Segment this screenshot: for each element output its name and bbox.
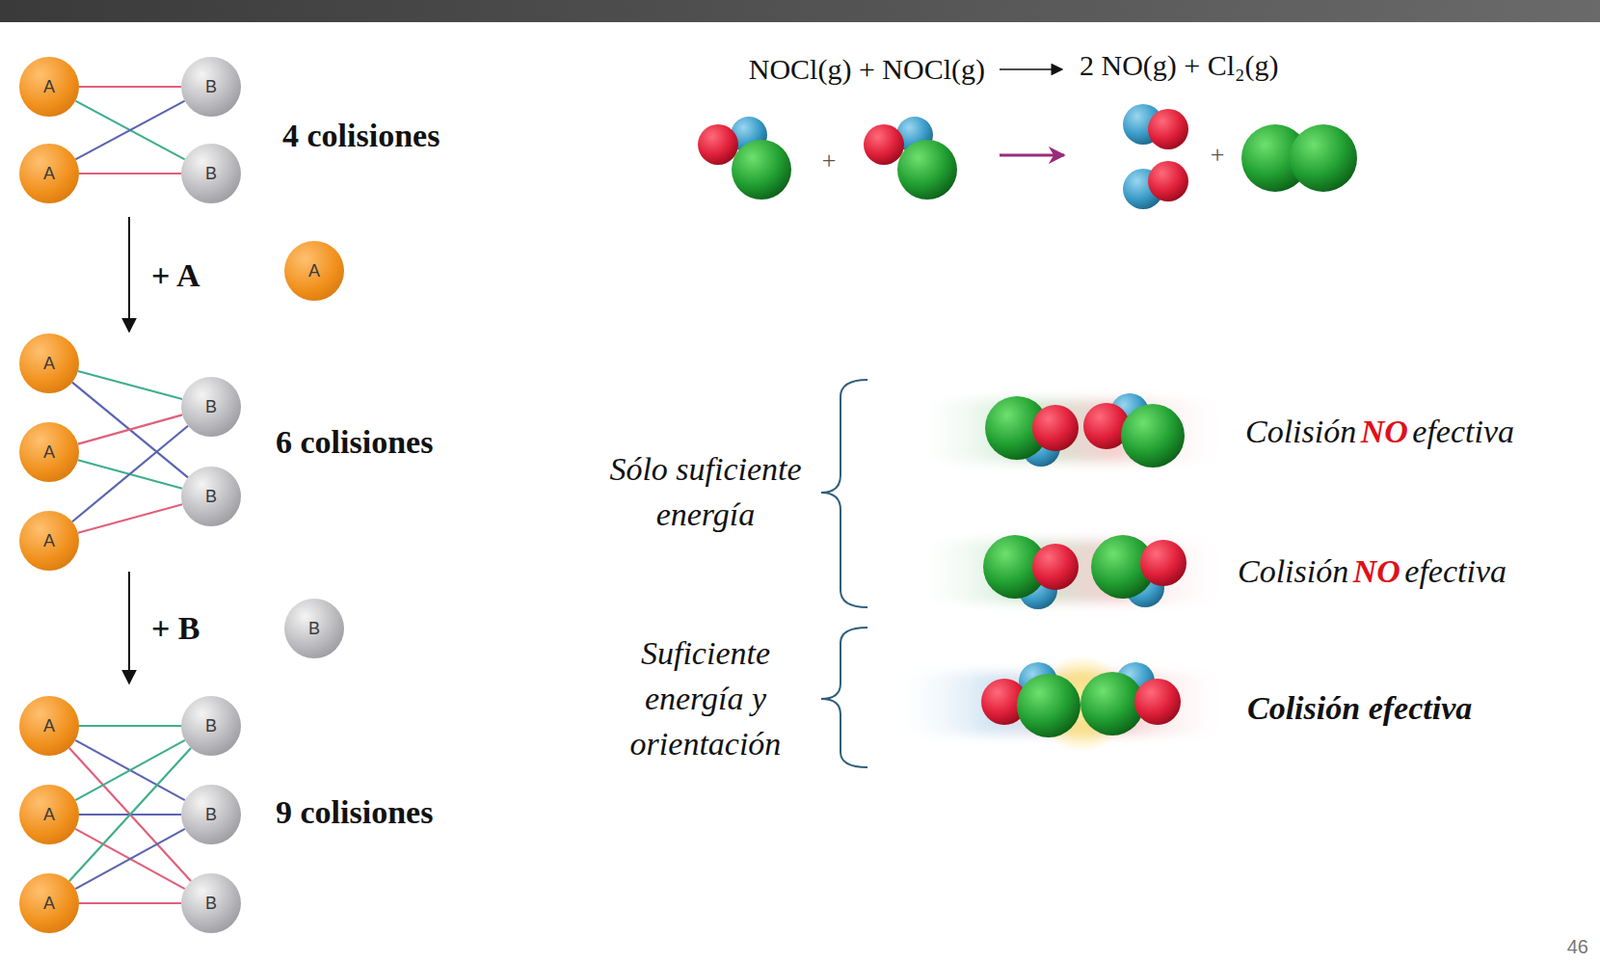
outcome-label: efectiva	[1412, 413, 1515, 451]
particle-label: B	[205, 163, 217, 185]
particle-label: A	[308, 261, 320, 282]
equation-products: 2 NO(g) + Cl₂(g)	[1079, 49, 1280, 82]
step-label: + A	[151, 257, 201, 294]
collision-line	[75, 101, 185, 160]
particle-label: A	[43, 716, 55, 737]
collision-line	[79, 85, 182, 88]
outcome-label: NO	[1353, 553, 1401, 590]
particle-label: B	[308, 618, 320, 640]
particle-a: A	[19, 143, 80, 204]
outcome-label: Colisión efectiva	[1247, 690, 1472, 727]
particle-label: A	[43, 531, 55, 552]
collision-line	[78, 414, 183, 444]
particle-b: B	[181, 56, 241, 117]
outcome-row: ColisiónNOefectiva	[1237, 553, 1507, 590]
step-label: + B	[151, 610, 201, 647]
particle-a: A	[19, 695, 80, 756]
atom	[897, 139, 958, 200]
outcome-label: Colisión	[1245, 413, 1357, 451]
atom	[1032, 404, 1079, 452]
atom	[1147, 108, 1189, 150]
step-arrow	[128, 571, 131, 684]
particle-label: B	[205, 397, 217, 418]
collision-line	[79, 902, 182, 905]
outcome-label: Colisión	[1237, 553, 1349, 590]
atom	[697, 124, 739, 165]
particle-a: A	[284, 240, 345, 301]
particle-b: B	[181, 376, 241, 437]
particle-label: B	[205, 716, 217, 737]
outcome-row: ColisiónNOefectiva	[1245, 413, 1515, 451]
atom	[863, 124, 905, 165]
bracket	[821, 379, 868, 608]
collision-line	[69, 747, 191, 881]
particle-a: A	[19, 422, 80, 482]
count-label: 4 colisiones	[282, 117, 440, 155]
particle-a: A	[19, 784, 80, 845]
atom	[1289, 124, 1358, 192]
collision-line	[79, 172, 182, 175]
atom	[1120, 403, 1185, 468]
atom	[1032, 543, 1079, 590]
top-bar	[0, 0, 1600, 23]
particle-label: A	[43, 893, 55, 914]
atom	[1016, 673, 1081, 738]
reaction-arrow	[999, 68, 1063, 71]
particle-label: B	[205, 77, 217, 98]
particle-b: B	[181, 143, 241, 204]
plus-sign: +	[1210, 140, 1226, 170]
outcome-label: NO	[1360, 413, 1409, 451]
particle-label: B	[205, 804, 217, 826]
step-arrow	[128, 216, 131, 332]
page-number: 46	[1567, 935, 1589, 959]
particle-b: B	[181, 873, 241, 934]
atom	[731, 139, 792, 200]
collision-line	[69, 747, 191, 881]
bracket	[821, 627, 868, 768]
particle-b: B	[181, 466, 241, 527]
count-label: 6 colisiones	[275, 424, 433, 461]
particle-a: A	[19, 510, 80, 571]
particle-label: A	[43, 804, 55, 826]
collision-line	[75, 101, 185, 160]
collision-line	[75, 740, 186, 800]
condition-label: Sólo suficiente energía	[609, 447, 802, 538]
outcome-label: efectiva	[1404, 553, 1507, 590]
collision-line	[75, 828, 186, 889]
collision-line	[75, 740, 186, 800]
particle-a: A	[19, 56, 80, 117]
particle-a: A	[19, 333, 80, 394]
atom	[1134, 678, 1181, 725]
motion-blur	[907, 540, 1230, 603]
equation-reactants: NOCl(g) + NOCl(g)	[748, 53, 986, 86]
particle-label: A	[43, 442, 55, 463]
collision-line	[78, 371, 183, 400]
particle-label: A	[43, 163, 55, 185]
particle-a: A	[19, 873, 80, 934]
particle-b: B	[181, 695, 241, 756]
particle-label: B	[205, 486, 217, 507]
count-label: 9 colisiones	[275, 794, 433, 831]
particle-b: B	[284, 598, 345, 659]
reaction-arrow	[999, 154, 1065, 158]
plus-sign: +	[822, 146, 837, 176]
condition-label: Suficiente energía y orientación	[609, 631, 802, 768]
particle-label: A	[43, 353, 55, 374]
collision-line	[78, 504, 183, 534]
particle-label: A	[43, 77, 55, 98]
particle-b: B	[181, 784, 241, 845]
collision-line	[79, 724, 182, 727]
atom	[1140, 539, 1187, 587]
collision-line	[75, 828, 186, 889]
atom	[1147, 160, 1189, 202]
particle-label: B	[205, 893, 217, 914]
